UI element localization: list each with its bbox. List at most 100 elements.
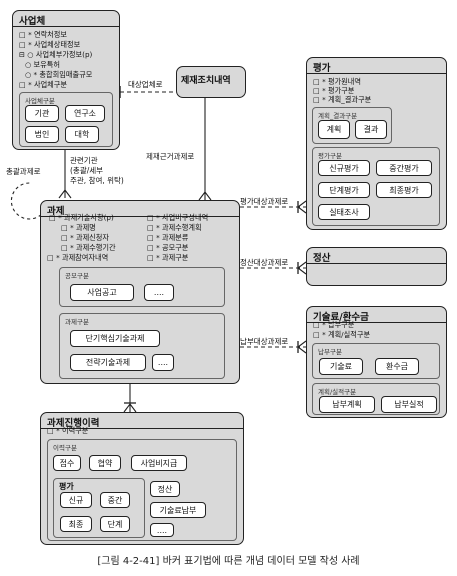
- subtype-option[interactable]: 신규: [60, 492, 92, 508]
- subtype-option[interactable]: 정산: [150, 481, 180, 497]
- group-label: 평가구분: [318, 152, 342, 160]
- attribute: □ * 이력구분: [47, 426, 89, 435]
- subtype-group: 이력구분 접수 협약 사업비지급 평가 신규 중간 최종 단계 정산 기술료납부…: [47, 439, 237, 541]
- more-option[interactable]: ....: [150, 523, 174, 537]
- entity-fee[interactable]: 기술료/환수금 □ * 납부구분 □ * 계획/실적구분 납부구분 기술료 환수…: [306, 306, 447, 418]
- relation-label-pay-target: 납부대상과제로: [240, 337, 289, 346]
- attribute: □ * 연락처정보: [19, 30, 68, 39]
- subtype-option[interactable]: 중간: [100, 492, 130, 508]
- evaluation-subgroup: 평가 신규 중간 최종 단계: [53, 478, 145, 538]
- subtype-option[interactable]: 중간평가: [376, 160, 432, 176]
- relation-label-related-org-detail: 주관, 참여, 위탁): [70, 176, 124, 185]
- group-label: 공모구분: [65, 272, 89, 280]
- subtype-option[interactable]: 사업비지급: [131, 455, 187, 471]
- group-label: 과제구분: [65, 318, 89, 326]
- entity-title: 평가: [313, 63, 331, 74]
- attribute: □ * 과제기술사항(p): [49, 213, 114, 222]
- subtype-option[interactable]: 최종평가: [376, 182, 432, 198]
- attribute: □ * 평가원내역: [313, 77, 362, 86]
- divider: [307, 322, 446, 323]
- subtype-option[interactable]: 협약: [89, 455, 121, 471]
- entity-business[interactable]: 사업체 □ * 연락처정보 □ * 사업체상태정보 ⊟ ○ 사업체부가정보(p)…: [12, 10, 120, 150]
- entity-settlement[interactable]: 정산: [306, 247, 447, 286]
- subtype-option[interactable]: 전략기술과제: [70, 354, 146, 371]
- attribute: □ * 평가구분: [313, 86, 355, 95]
- relation-label-related-org-detail: (총괄/세부: [70, 166, 104, 175]
- attribute: □ * 과제참여자내역: [47, 253, 109, 262]
- attribute: □ * 과제구분: [147, 253, 189, 262]
- subtype-option[interactable]: 최종: [60, 516, 92, 532]
- entity-title: 과제진행이력: [47, 418, 100, 429]
- subtype-option[interactable]: 접수: [53, 455, 81, 471]
- figure-caption: [그림 4-2-41] 바커 표기법에 따른 개념 데이터 모델 작성 사례: [97, 556, 360, 567]
- subtype-group: 계획_결과구분 계획 결과: [312, 107, 392, 144]
- subtype-group: 납부구분 기술료 환수금: [312, 343, 440, 379]
- attribute: ○ 보유특허: [25, 60, 61, 69]
- subtype-option[interactable]: 사업공고: [70, 284, 134, 301]
- subtype-option[interactable]: 단계평가: [318, 182, 370, 198]
- attribute: □ * 공모구분: [147, 243, 189, 252]
- entity-title: 기술료/환수금: [313, 312, 369, 323]
- subtype-option[interactable]: 환수금: [375, 358, 419, 375]
- divider: [307, 73, 446, 74]
- line-task-recursive: [10, 182, 46, 220]
- entity-evaluation[interactable]: 평가 □ * 평가원내역 □ * 평가구분 □ * 계획_결과구분 계획_결과구…: [306, 57, 447, 230]
- attribute: □ * 사업비구성내역: [147, 213, 209, 222]
- group-label: 평가: [59, 482, 74, 491]
- subtype-group: 공모구분 사업공고 ....: [59, 267, 225, 307]
- subtype-option[interactable]: 신규평가: [318, 160, 370, 176]
- relation-label-related-org: 관련기관: [70, 156, 98, 165]
- subtype-option[interactable]: 실태조사: [318, 204, 370, 220]
- divider: [13, 26, 119, 27]
- subtype-option[interactable]: 기술료: [319, 358, 363, 375]
- subtype-option[interactable]: 단계: [100, 516, 130, 532]
- subtype-option[interactable]: 대학: [65, 126, 99, 143]
- subtype-option[interactable]: 결과: [355, 120, 387, 139]
- entity-title: 과제: [47, 206, 65, 217]
- more-option[interactable]: ....: [152, 354, 174, 371]
- subtype-option[interactable]: 계획: [318, 120, 350, 139]
- attribute: ⊟ ○ 사업체부가정보(p): [19, 50, 93, 59]
- entity-title: 정산: [313, 253, 331, 264]
- attribute: □ * 과제분류: [147, 233, 189, 242]
- attribute: □ * 사업체상태정보: [19, 40, 81, 49]
- attribute: □ * 납부구분: [313, 320, 355, 329]
- attribute: □ * 계획_결과구분: [313, 95, 372, 104]
- divider: [307, 263, 446, 264]
- relation-label-sanction-basis: 제재근거과제로: [146, 152, 195, 161]
- subtype-option[interactable]: 납부계획: [319, 396, 375, 413]
- attribute: □ * 과제수행계획: [147, 223, 202, 232]
- entity-title: 제재조치내역: [181, 76, 231, 86]
- relation-label-eval-target: 평가대상과제로: [240, 197, 289, 206]
- subtype-group: 평가구분 신규평가 중간평가 단계평가 최종평가 실태조사: [312, 147, 440, 226]
- attribute: □ * 과제수행기간: [61, 243, 116, 252]
- subtype-option[interactable]: 기관: [25, 105, 59, 122]
- subtype-group: 과제구분 단기핵심기술과제 전략기술과제 ....: [59, 313, 225, 379]
- subtype-option[interactable]: 단기핵심기술과제: [70, 330, 160, 347]
- subtype-option[interactable]: 기술료납부: [150, 502, 206, 518]
- group-label: 납부구분: [318, 348, 342, 356]
- attribute: □ * 과제신청자: [61, 233, 110, 242]
- divider: [41, 216, 239, 217]
- attribute: □ * 계획/실적구분: [313, 330, 371, 339]
- relation-label-settle-target: 정산대상과제로: [240, 258, 289, 267]
- attribute: □ * 과제명: [61, 223, 96, 232]
- divider: [41, 428, 243, 429]
- group-label: 사업체구분: [25, 97, 55, 105]
- attribute: ○ * 총합회임매출규모: [25, 70, 93, 79]
- relation-label-target-business: 대상업체로: [128, 80, 163, 89]
- group-label: 계획_결과구분: [318, 112, 358, 120]
- subtype-option[interactable]: 법인: [25, 126, 59, 143]
- subtype-option[interactable]: 연구소: [65, 105, 105, 122]
- relation-label-overall-task: 총괄과제로: [6, 167, 41, 176]
- group-label: 계획/실적구분: [318, 388, 357, 396]
- entity-task[interactable]: 과제 □ * 과제기술사항(p) □ * 과제명 □ * 과제신청자 □ * 과…: [40, 200, 240, 384]
- subtype-group: 사업체구분 기관 연구소 법인 대학: [19, 92, 113, 147]
- group-label: 이력구분: [53, 444, 77, 452]
- attribute: □ * 사업체구분: [19, 80, 68, 89]
- subtype-option[interactable]: 납부실적: [381, 396, 437, 413]
- more-option[interactable]: ....: [144, 284, 174, 301]
- entity-sanction[interactable]: 제재조치내역: [176, 66, 246, 98]
- entity-history[interactable]: 과제진행이력 □ * 이력구분 이력구분 접수 협약 사업비지급 평가 신규 중…: [40, 412, 244, 545]
